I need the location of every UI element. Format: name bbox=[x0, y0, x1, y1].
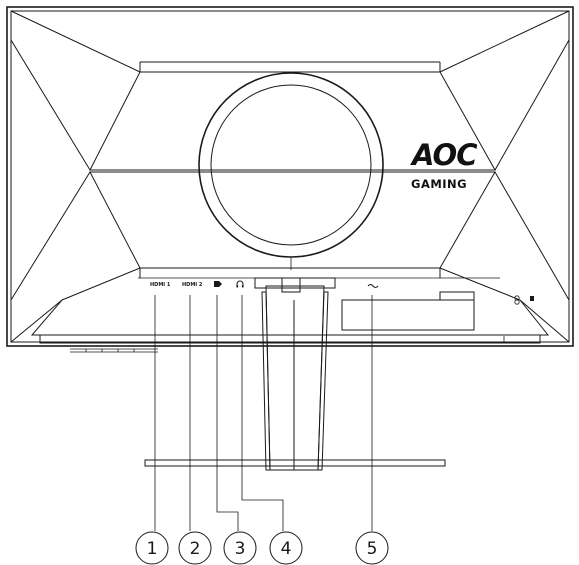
callout-4: 4 bbox=[269, 531, 303, 565]
callout-number: 3 bbox=[235, 539, 246, 559]
callout-3: 3 bbox=[223, 531, 257, 565]
brand-logo: AOC GAMING bbox=[410, 138, 478, 191]
callout-number: 5 bbox=[367, 539, 378, 559]
callout-2: 2 bbox=[178, 531, 212, 565]
logo-brand: AOC bbox=[410, 138, 477, 172]
stand bbox=[144, 277, 446, 471]
logo-subtitle: GAMING bbox=[411, 177, 467, 191]
displayport-icon bbox=[214, 281, 222, 287]
port-labels: HDMI 1 HDMI 2 bbox=[150, 280, 379, 288]
port-label-hdmi2: HDMI 2 bbox=[182, 282, 203, 288]
side-connectors bbox=[341, 291, 534, 331]
stand-mount bbox=[198, 72, 384, 270]
callout-number: 2 bbox=[190, 539, 201, 559]
callout-number: 4 bbox=[281, 539, 292, 559]
callout-1: 1 bbox=[135, 531, 169, 565]
callout-5: 5 bbox=[355, 531, 389, 565]
ac-power-icon bbox=[367, 284, 379, 288]
headphone-icon bbox=[236, 280, 244, 288]
monitor-back-panel bbox=[6, 6, 574, 353]
callout-lines bbox=[154, 295, 373, 531]
callout-number: 1 bbox=[147, 539, 158, 559]
port-label-hdmi1: HDMI 1 bbox=[150, 282, 171, 288]
